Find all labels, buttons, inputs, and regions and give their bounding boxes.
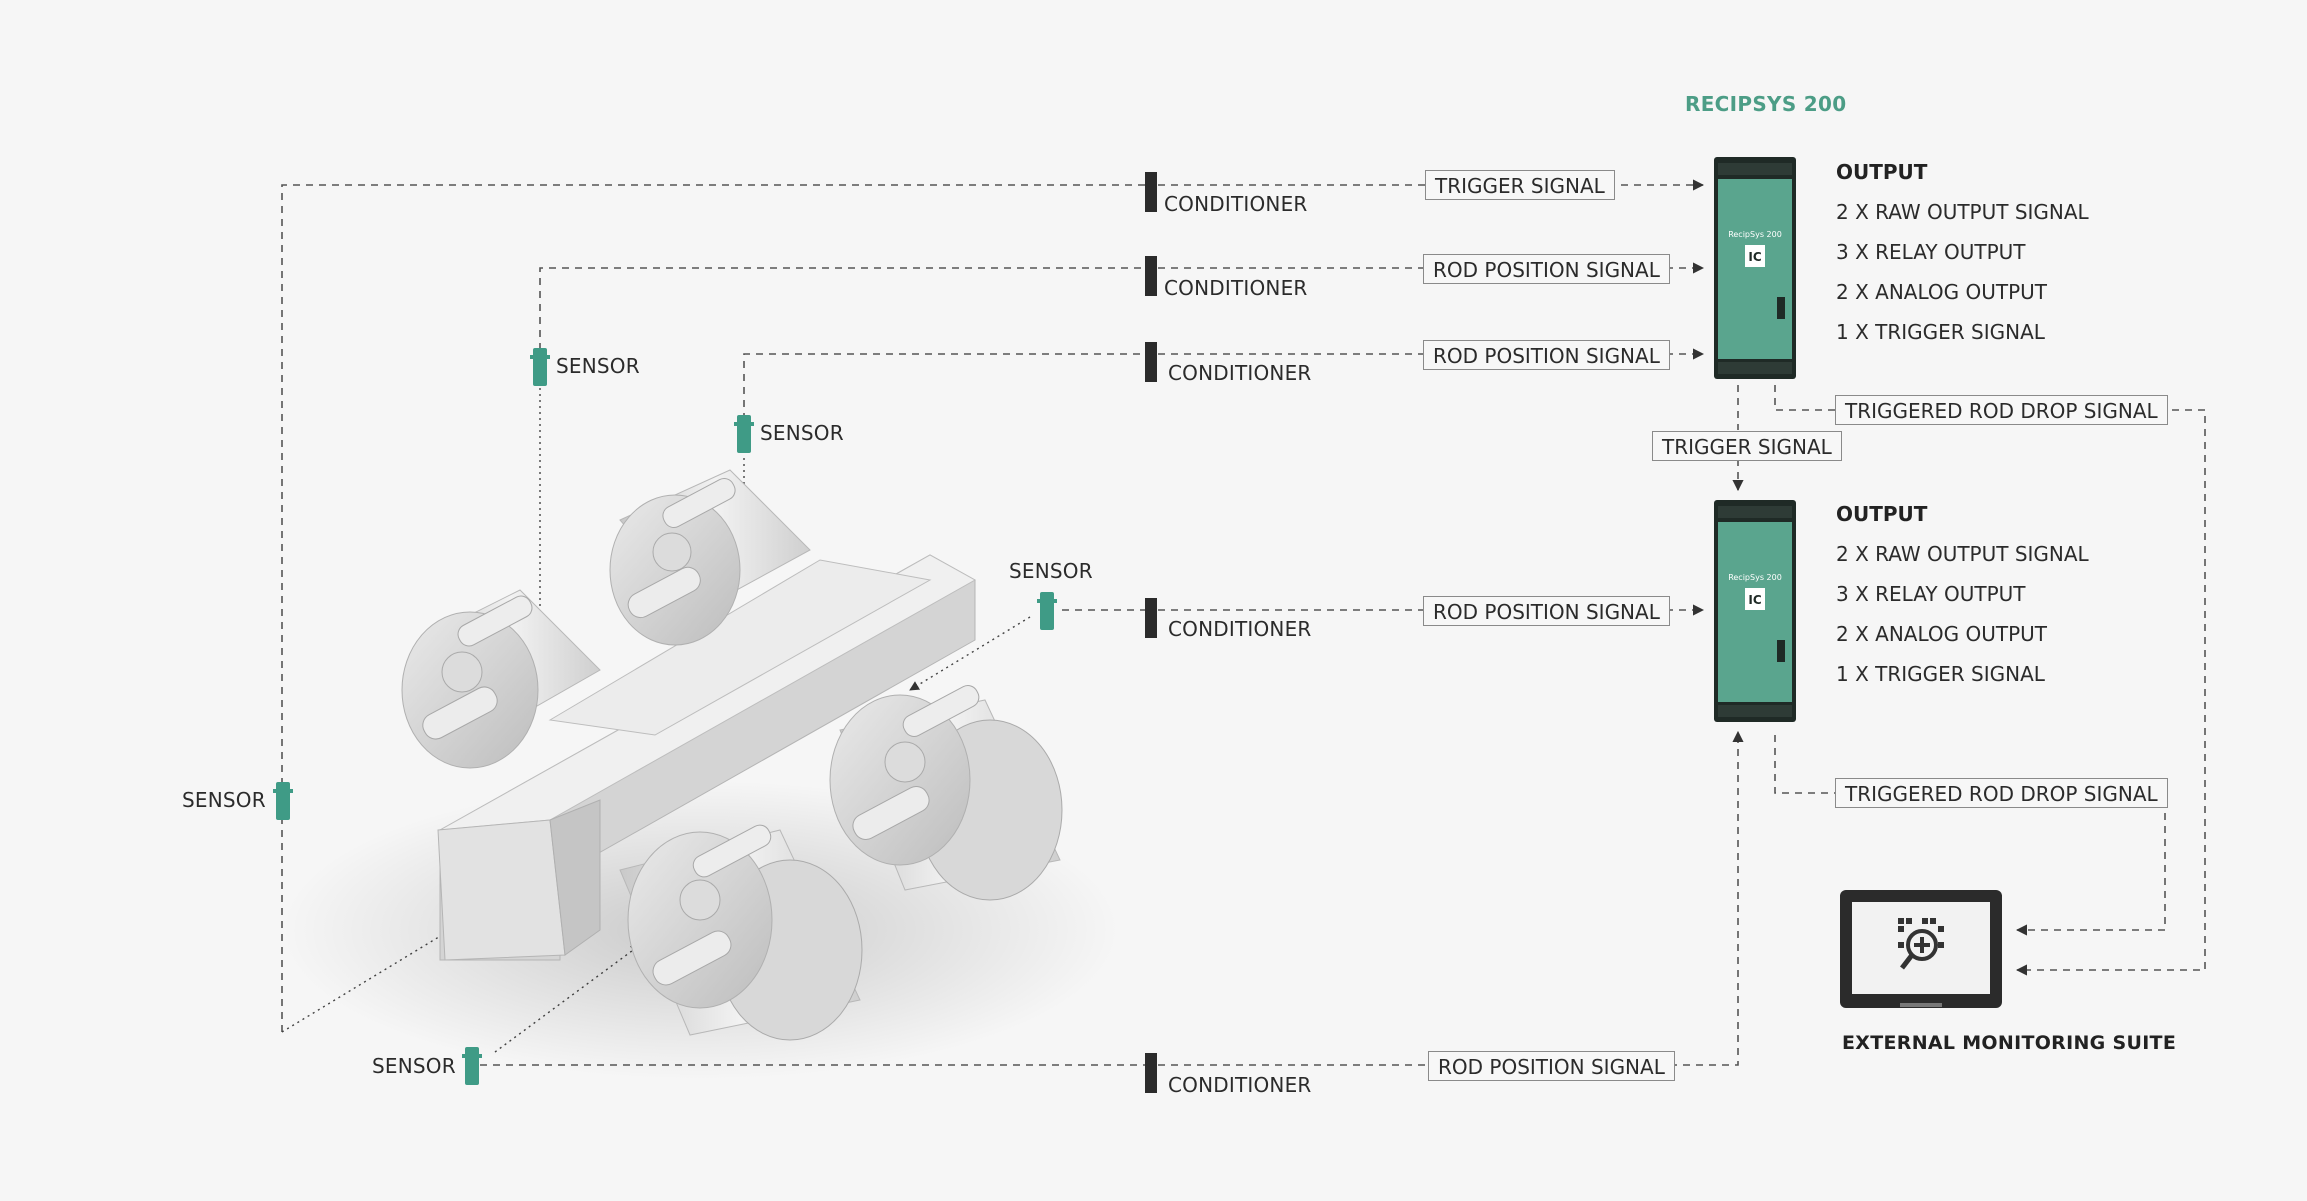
trigger-signal-box: TRIGGER SIGNAL xyxy=(1425,170,1615,200)
trigger-signal-box: TRIGGER SIGNAL xyxy=(1652,431,1842,461)
sensor-icon xyxy=(530,348,550,386)
sensor-icon xyxy=(273,782,293,820)
conditioner-block xyxy=(1145,342,1157,382)
conditioner-block xyxy=(1145,172,1157,212)
sensors xyxy=(273,348,1057,1085)
rod-position-signal-box: ROD POSITION SIGNAL xyxy=(1423,340,1670,370)
output-item: 3 X RELAY OUTPUT xyxy=(1836,582,2026,606)
external-monitoring-suite-label: EXTERNAL MONITORING SUITE xyxy=(1842,1032,2177,1054)
conditioner-label: CONDITIONER xyxy=(1164,192,1308,216)
output-item: 2 X ANALOG OUTPUT xyxy=(1836,280,2048,304)
recipsys-device-2: RecipSys 200 IC xyxy=(1714,500,1796,722)
sensor-label: SENSOR xyxy=(1009,559,1093,583)
output-item: 3 X RELAY OUTPUT xyxy=(1836,240,2026,264)
conditioner-block xyxy=(1145,1053,1157,1093)
rod-position-signal-box: ROD POSITION SIGNAL xyxy=(1423,254,1670,284)
monitor-icon xyxy=(1840,890,2002,1008)
sensor-icon xyxy=(1037,592,1057,630)
svg-text:IC: IC xyxy=(1748,593,1761,607)
rod-position-signal-box: ROD POSITION SIGNAL xyxy=(1428,1051,1675,1081)
svg-text:RecipSys 200: RecipSys 200 xyxy=(1728,230,1782,239)
conditioner-block xyxy=(1145,598,1157,638)
triggered-rod-drop-signal-box: TRIGGERED ROD DROP SIGNAL xyxy=(1835,778,2168,808)
conditioner-label: CONDITIONER xyxy=(1164,276,1308,300)
output-title: OUTPUT xyxy=(1836,160,1928,184)
sensor-label: SENSOR xyxy=(556,354,640,378)
conditioner-label: CONDITIONER xyxy=(1168,1073,1312,1097)
magnifier-plus-icon xyxy=(1898,918,1944,970)
svg-text:RecipSys 200: RecipSys 200 xyxy=(1728,573,1782,582)
svg-text:IC: IC xyxy=(1748,250,1761,264)
output-item: 1 X TRIGGER SIGNAL xyxy=(1836,320,2045,344)
sensor-label: SENSOR xyxy=(372,1054,456,1078)
sensor-label: SENSOR xyxy=(760,421,844,445)
brand-title: RECIPSYS 200 xyxy=(1685,92,1847,116)
sensor-icon xyxy=(462,1047,482,1085)
conditioner-label: CONDITIONER xyxy=(1168,361,1312,385)
rod-position-signal-box: ROD POSITION SIGNAL xyxy=(1423,596,1670,626)
triggered-rod-drop-signal-box: TRIGGERED ROD DROP SIGNAL xyxy=(1835,395,2168,425)
sensor-icon xyxy=(734,415,754,453)
conditioner-block xyxy=(1145,256,1157,296)
compressor-illustration xyxy=(280,469,1120,1080)
recipsys-device-1: RecipSys 200 IC xyxy=(1714,157,1796,379)
conditioner-label: CONDITIONER xyxy=(1168,617,1312,641)
output-item: 2 X ANALOG OUTPUT xyxy=(1836,622,2048,646)
sensor-label: SENSOR xyxy=(182,788,266,812)
output-item: 1 X TRIGGER SIGNAL xyxy=(1836,662,2045,686)
output-item: 2 X RAW OUTPUT SIGNAL xyxy=(1836,542,2089,566)
conditioner-blocks xyxy=(1145,172,1157,1093)
output-item: 2 X RAW OUTPUT SIGNAL xyxy=(1836,200,2089,224)
output-title: OUTPUT xyxy=(1836,502,1928,526)
